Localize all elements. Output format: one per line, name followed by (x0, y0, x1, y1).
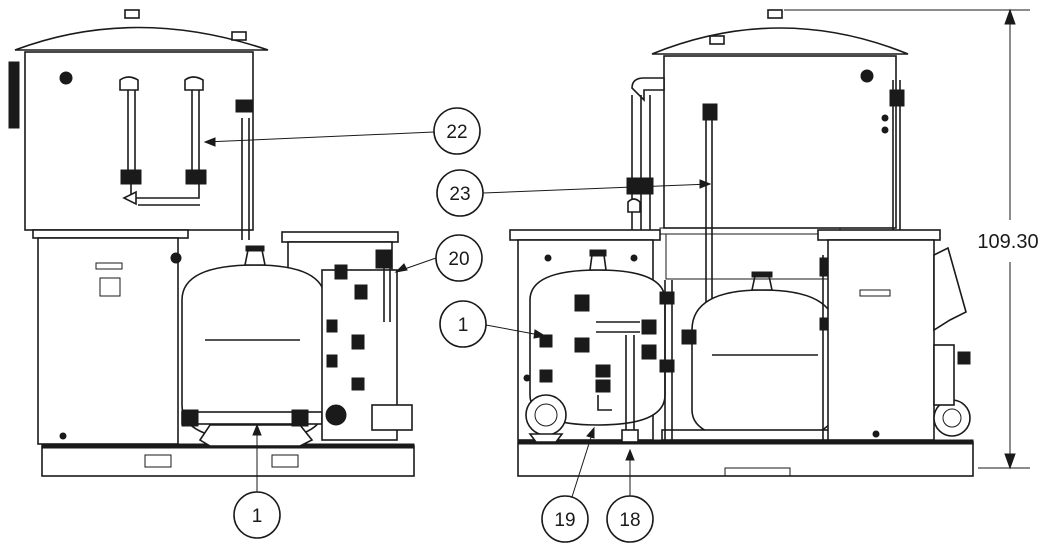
left-pump-box (371, 404, 413, 431)
right-lid-handle-2 (709, 35, 725, 45)
right-pump-1 (525, 394, 567, 436)
svg-text:18: 18 (619, 510, 640, 531)
callout-18: 18 (606, 495, 654, 543)
left-union-2 (185, 169, 207, 185)
dimension-label: 109.30 (977, 231, 1038, 253)
left-pipe-connector (130, 184, 200, 199)
left-tank-lid (14, 26, 269, 51)
right-tank-lid (651, 27, 909, 55)
left-pump-motor (325, 404, 347, 426)
left-skid-slot-2 (271, 454, 299, 468)
callout-22: 22 (433, 107, 481, 155)
callout-20: 20 (435, 234, 483, 282)
right-base-skid (517, 441, 974, 477)
svg-text:19: 19 (554, 510, 575, 531)
left-tank-fitting (59, 71, 73, 85)
dim-arrow-top (1004, 8, 1016, 25)
right-unit (509, 9, 974, 477)
left-lid-handle-1 (124, 9, 140, 19)
callout-23: 23 (436, 169, 484, 217)
left-unit (8, 9, 415, 477)
svg-text:1: 1 (252, 506, 263, 527)
callout-1-left: 1 (233, 491, 281, 539)
left-skid-slot-1 (144, 454, 172, 468)
left-cabinet (37, 237, 179, 445)
right-filter-vessel-2 (691, 289, 836, 441)
left-tank-side-handle (8, 61, 20, 129)
left-lid-handle-2 (231, 31, 247, 41)
svg-text:1: 1 (458, 315, 469, 336)
dim-arrow-bottom (1004, 453, 1016, 470)
svg-text:22: 22 (446, 122, 467, 143)
left-base-skid (41, 445, 415, 477)
right-upper-tank (663, 55, 897, 229)
right-lid-handle-1 (767, 9, 783, 19)
right-right-cabinet (827, 239, 935, 441)
callout-19: 19 (541, 495, 589, 543)
right-control-panel (933, 246, 967, 332)
leader-lines (203, 131, 712, 501)
left-union-1 (120, 169, 142, 185)
svg-text:23: 23 (449, 184, 470, 205)
callout-1-right: 1 (439, 300, 487, 348)
svg-text:20: 20 (448, 249, 469, 270)
height-dimension: 109.30 (784, 8, 1039, 470)
